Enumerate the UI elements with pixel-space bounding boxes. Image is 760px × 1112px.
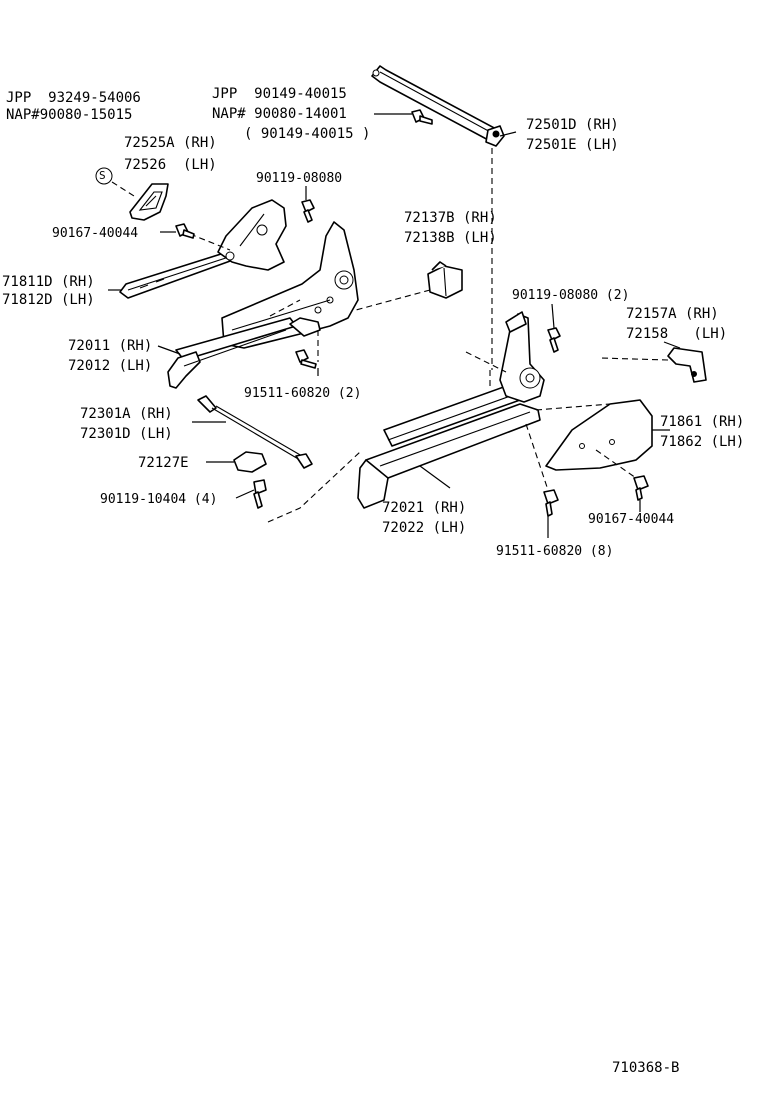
label-71811d: 71811D (RH) [2, 274, 95, 290]
label-72021: 72021 (RH) [382, 500, 467, 516]
cover-71861-part [545, 399, 653, 471]
label-71812d: 71812D (LH) [2, 292, 95, 308]
recliner-lever-part [119, 199, 287, 299]
seat-track-72021-part [357, 311, 545, 509]
cover-72525a-part [129, 183, 169, 221]
clip-72137b-part [427, 261, 463, 299]
label-72012: 72012 (LH) [68, 358, 153, 374]
knob-72127e-part [233, 451, 267, 473]
rod-bolt [411, 109, 433, 125]
label-90119-08080-top: 90119-08080 [256, 171, 343, 186]
label-72022: 72022 (LH) [382, 520, 467, 536]
label-nap-90080-15015: NAP#90080-15015 [6, 107, 133, 123]
bolt-90119-10404 [253, 479, 267, 509]
cable-72301a-part [197, 395, 313, 469]
bolt-91511-8 [543, 489, 559, 517]
label-72138b: 72138B (LH) [404, 230, 497, 246]
label-nap-90080-14001: NAP# 90080-14001 [212, 106, 347, 122]
label-72526: 72526 (LH) [124, 157, 217, 173]
label-91511-60820-2: 91511-60820 (2) [244, 386, 362, 401]
cross-rod-part [371, 65, 505, 147]
label-72011: 72011 (RH) [68, 338, 153, 354]
label-90119-08080-2: 90119-08080 (2) [512, 288, 630, 303]
label-jpp-90149-40015: JPP 90149-40015 [212, 86, 347, 102]
bolt-90119-top [301, 199, 315, 223]
bolt-91511-2 [295, 349, 317, 369]
figure-code: 710368-B [612, 1060, 680, 1076]
label-alt-90149-40015: ( 90149-40015 ) [244, 126, 371, 142]
label-72127e: 72127E [138, 455, 189, 471]
label-90119-10404: 90119-10404 (4) [100, 492, 218, 507]
label-72301a: 72301A (RH) [80, 406, 173, 422]
label-90167-40044-right: 90167-40044 [588, 512, 675, 527]
s-symbol-text: S [99, 169, 106, 182]
label-91511-60820-8: 91511-60820 (8) [496, 544, 614, 559]
label-jpp-93249-54006: JPP 93249-54006 [6, 90, 141, 106]
label-72501e: 72501E (LH) [526, 137, 619, 153]
label-71862: 71862 (LH) [660, 434, 745, 450]
label-72158: 72158 (LH) [626, 326, 728, 342]
bracket-72157a-part [667, 347, 707, 383]
label-72137b: 72137B (RH) [404, 210, 497, 226]
bolt-90167-left [175, 223, 195, 239]
adjuster-72011-part [167, 221, 359, 389]
label-72301d: 72301D (LH) [80, 426, 173, 442]
label-72157a: 72157A (RH) [626, 306, 719, 322]
label-71861: 71861 (RH) [660, 414, 745, 430]
label-72501d: 72501D (RH) [526, 117, 619, 133]
label-72525a: 72525A (RH) [124, 135, 217, 151]
s-symbol [95, 167, 113, 185]
bolt-90119-right [547, 327, 561, 353]
label-90167-40044-left: 90167-40044 [52, 226, 139, 241]
bolt-90167-right [633, 475, 649, 501]
